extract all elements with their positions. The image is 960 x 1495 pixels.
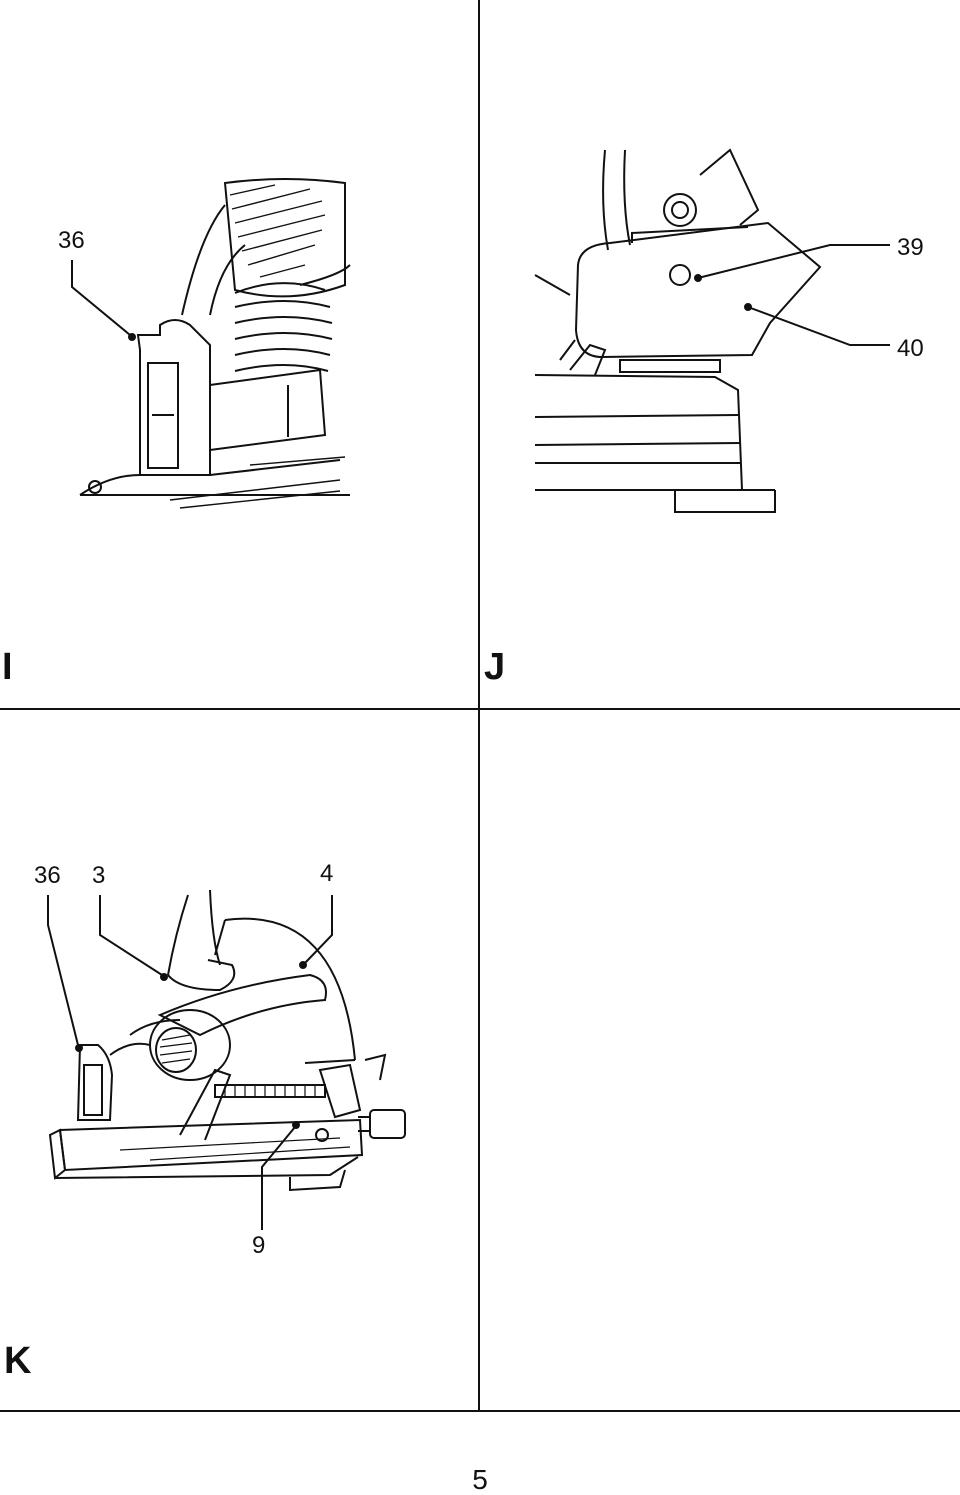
middle-divider: [0, 708, 960, 710]
callout-40: 40: [897, 335, 924, 362]
panel-letter-j: J: [484, 646, 506, 688]
callout-39: 39: [897, 234, 924, 261]
callout-9: 9: [252, 1232, 266, 1259]
panel-letter-k: K: [4, 1340, 32, 1382]
callout-4: 4: [320, 860, 334, 887]
figure-k-saw-operation: [40, 895, 420, 1230]
callout-3: 3: [92, 862, 106, 889]
bottom-divider: [0, 1410, 960, 1412]
figure-j-guard-side: [530, 145, 960, 520]
panel-letter-i: I: [2, 646, 13, 688]
callout-36: 36: [58, 227, 85, 254]
figure-i-saw-rear: [60, 175, 360, 515]
center-divider: [478, 0, 480, 1412]
callout-36: 36: [34, 862, 61, 889]
page-number: 5: [472, 1464, 488, 1495]
